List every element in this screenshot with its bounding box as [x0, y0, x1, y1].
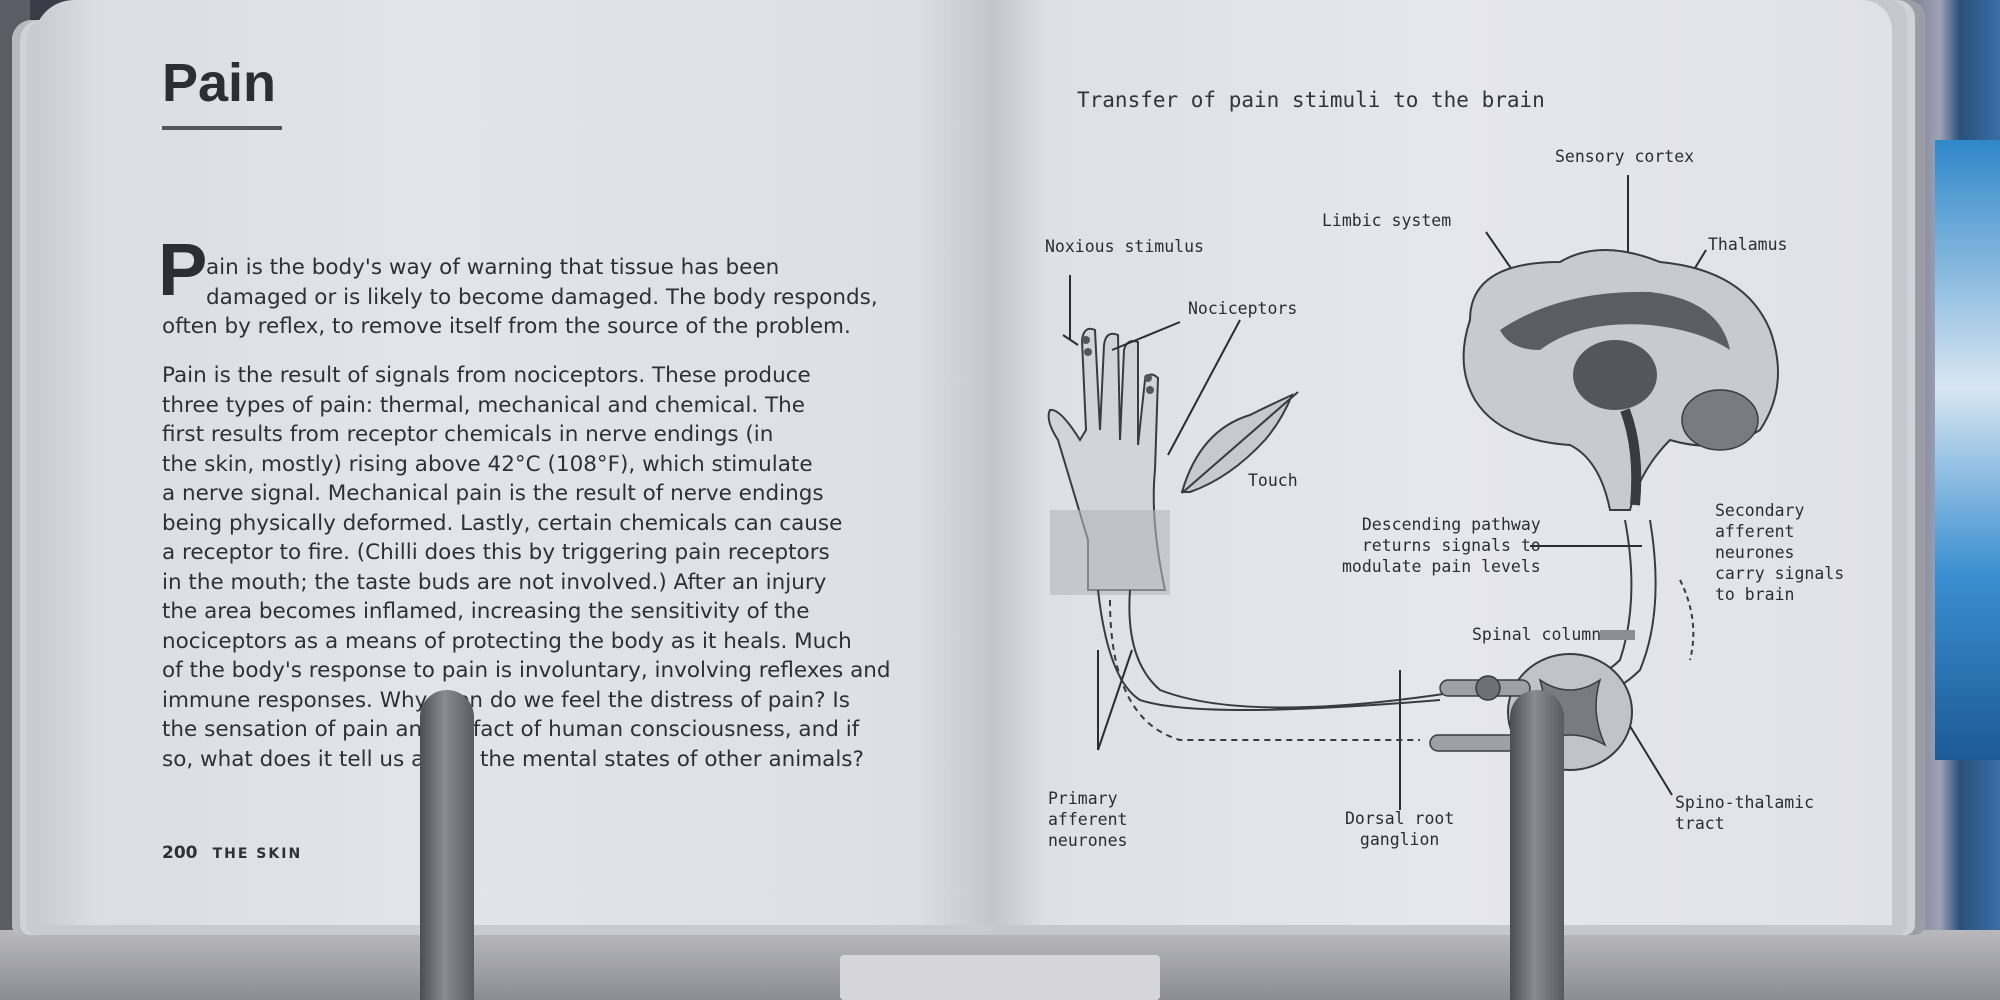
text-line: neurones	[1048, 831, 1128, 850]
text-line: Dorsal root	[1345, 809, 1455, 828]
page-footer: 200 THE SKIN	[162, 843, 302, 863]
book-stand-post-right	[1510, 690, 1564, 1000]
text-line: Pain is the result of signals from nocic…	[162, 363, 811, 388]
text-line: Primary	[1048, 789, 1118, 808]
text-line: afferent	[1715, 522, 1795, 541]
text-line: ain is the body's way of warning that ti…	[206, 255, 780, 280]
text-line: so, what does it tell us about the menta…	[162, 746, 864, 772]
hand-shading	[1050, 510, 1170, 595]
label-spino-thalamic-tract: Spino-thalamic tract	[1675, 792, 1814, 834]
label-secondary-afferent: Secondary afferent neurones carry signal…	[1715, 500, 1844, 605]
text-line: the skin, mostly) rising above 42°C (108…	[162, 451, 813, 477]
text-line: neurones	[1715, 543, 1795, 562]
intro-paragraph: ain is the body's way of warning that ti…	[162, 253, 922, 342]
text-line: modulate pain levels	[1342, 557, 1541, 576]
text-line: damaged or is likely to become damaged. …	[206, 284, 878, 310]
text-line: tract	[1675, 814, 1725, 833]
text-line: ganglion	[1359, 830, 1440, 849]
text-line: Descending pathway	[1361, 515, 1541, 534]
page-title: Pain	[162, 53, 277, 113]
text-line: nociceptors as a means of protecting the…	[162, 628, 852, 654]
label-primary-afferent: Primary afferent neurones	[1048, 788, 1127, 851]
text-line: the area becomes inflamed, increasing th…	[162, 599, 810, 624]
label-limbic-system: Limbic system	[1322, 211, 1452, 230]
nociceptor-dots	[1082, 336, 1154, 394]
background-book-spine	[1935, 140, 2000, 760]
body-paragraph: Pain is the result of signals from nocic…	[162, 361, 922, 774]
text-line: returns signals to	[1361, 536, 1541, 555]
text-line: in the mouth; the taste buds are not inv…	[162, 569, 827, 595]
text-line: to brain	[1715, 585, 1795, 604]
label-thalamus: Thalamus	[1708, 235, 1788, 254]
text-line: carry signals	[1715, 564, 1845, 583]
label-nociceptors: Nociceptors	[1188, 299, 1298, 318]
text-line: Spino-thalamic	[1675, 793, 1815, 812]
label-spinal-column: Spinal column	[1472, 625, 1602, 644]
text-line: a receptor to fire. (Chilli does this by…	[162, 540, 830, 565]
diagram-title: Transfer of pain stimuli to the brain	[1077, 88, 1545, 112]
text-line: Secondary	[1715, 501, 1805, 520]
feather-illustration	[1180, 391, 1299, 494]
text-line: often by reflex, to remove itself from t…	[162, 314, 851, 339]
text-line: being physically deformed. Lastly, certa…	[162, 510, 843, 536]
left-page	[34, 0, 992, 925]
label-dorsal-root-ganglion: Dorsal root ganglion	[1345, 808, 1454, 850]
book-stand-post-left	[420, 690, 474, 1000]
drop-cap: P	[158, 228, 208, 311]
text-line: a nerve signal. Mechanical pain is the r…	[162, 481, 824, 506]
text-line: immune responses. Why then do we feel th…	[162, 687, 850, 713]
text-line: afferent	[1048, 810, 1128, 829]
label-noxious-stimulus: Noxious stimulus	[1045, 237, 1204, 256]
section-name: THE SKIN	[212, 846, 303, 862]
book-stand-block	[840, 955, 1160, 1000]
text-line: of the body's response to pain is involu…	[162, 658, 891, 683]
label-descending-pathway: Descending pathway returns signals to mo…	[1342, 514, 1541, 577]
text-line: three types of pain: thermal, mechanical…	[162, 392, 806, 418]
label-sensory-cortex: Sensory cortex	[1555, 147, 1695, 166]
brain-illustration	[1462, 249, 1779, 511]
page-number: 200	[162, 843, 198, 863]
text-line: first results from receptor chemicals in…	[162, 422, 774, 447]
label-touch: Touch	[1248, 471, 1298, 490]
text-line: the sensation of pain an artefact of hum…	[162, 717, 860, 742]
title-underline	[162, 126, 282, 130]
